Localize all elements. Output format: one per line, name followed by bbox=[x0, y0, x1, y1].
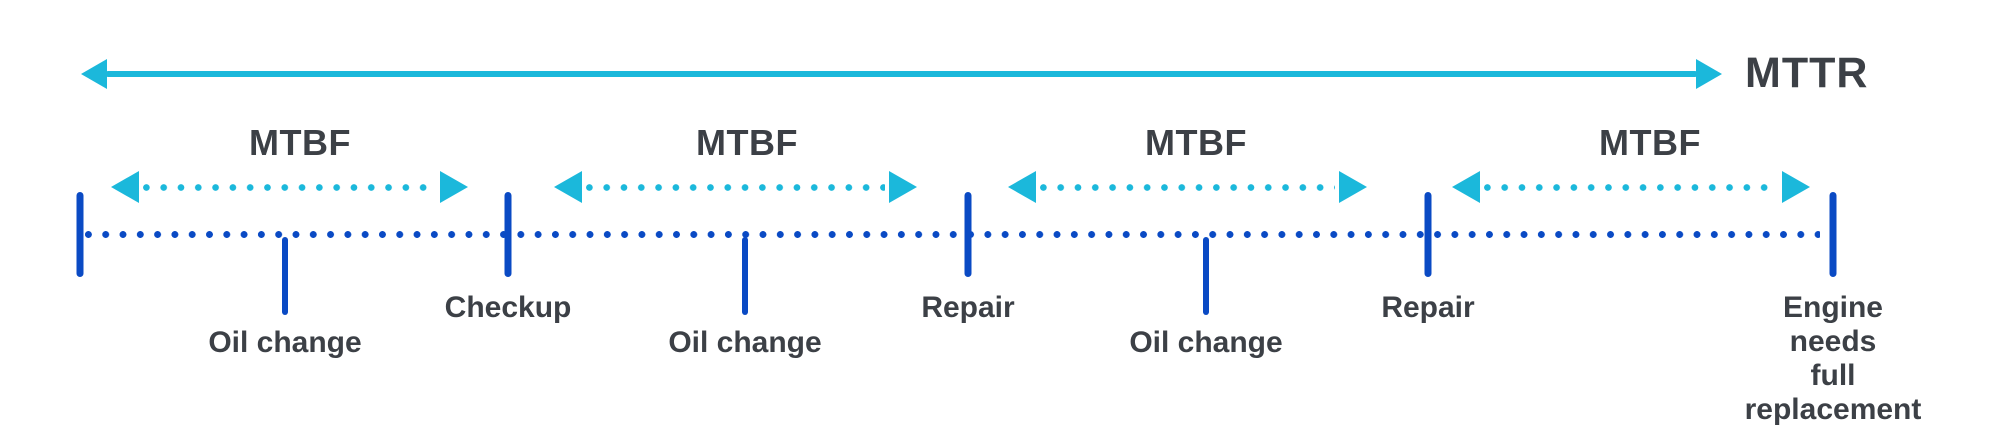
mtbf-arrowhead-left-icon bbox=[1452, 171, 1480, 203]
mtbf-dotted-line bbox=[143, 184, 436, 191]
mtbf-dotted-line bbox=[586, 184, 885, 191]
timeline-minor-tick bbox=[1203, 237, 1209, 315]
timeline-major-tick bbox=[504, 192, 512, 277]
mttr-label: MTTR bbox=[1745, 49, 1869, 97]
event-label: Oil change bbox=[668, 326, 822, 359]
timeline-dotted-line bbox=[85, 231, 1820, 238]
timeline-minor-tick bbox=[282, 237, 288, 315]
timeline-major-tick bbox=[1424, 192, 1432, 277]
mtbf-label: MTBF bbox=[696, 122, 798, 163]
event-label: Oil change bbox=[208, 326, 362, 359]
event-label: Repair bbox=[1381, 291, 1475, 324]
mttr-arrow-line bbox=[105, 71, 1698, 77]
event-label: Repair bbox=[921, 291, 1015, 324]
timeline-major-tick bbox=[1829, 192, 1837, 277]
event-label: Engine needs full replacement bbox=[1744, 291, 1922, 426]
mtbf-arrowhead-right-icon bbox=[889, 171, 917, 203]
mtbf-arrowhead-left-icon bbox=[554, 171, 582, 203]
event-label: Checkup bbox=[444, 291, 572, 324]
mtbf-label: MTBF bbox=[249, 122, 351, 163]
mttr-arrowhead-left-icon bbox=[81, 59, 107, 89]
mtbf-arrowhead-right-icon bbox=[1339, 171, 1367, 203]
mtbf-arrowhead-right-icon bbox=[440, 171, 468, 203]
timeline-major-tick bbox=[964, 192, 972, 277]
mtbf-label: MTBF bbox=[1145, 122, 1247, 163]
mttr-arrowhead-right-icon bbox=[1696, 59, 1722, 89]
mtbf-label: MTBF bbox=[1599, 122, 1701, 163]
mtbf-dotted-line bbox=[1484, 184, 1778, 191]
timeline-major-tick bbox=[76, 192, 84, 277]
mtbf-arrowhead-right-icon bbox=[1782, 171, 1810, 203]
timeline-minor-tick bbox=[742, 237, 748, 315]
event-label: Oil change bbox=[1129, 326, 1283, 359]
mtbf-arrowhead-left-icon bbox=[111, 171, 139, 203]
mtbf-arrowhead-left-icon bbox=[1008, 171, 1036, 203]
mtbf-dotted-line bbox=[1040, 184, 1335, 191]
